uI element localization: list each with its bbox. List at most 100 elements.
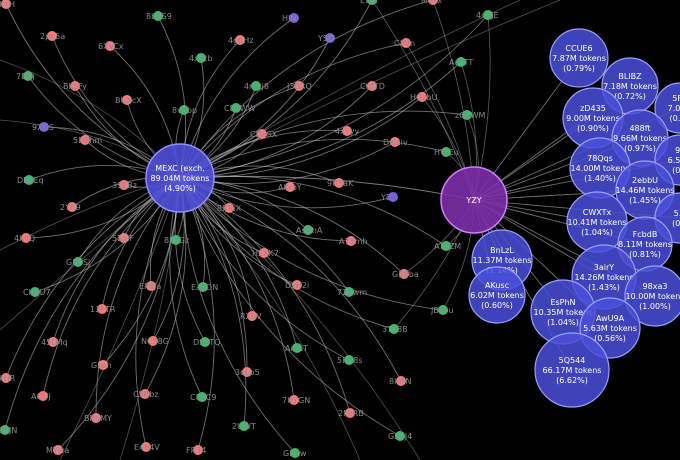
node-3SEBz[interactable]: 3SEBz [112, 180, 137, 190]
node-C5Rbz[interactable]: C5Rbz [133, 389, 159, 399]
node-8kiFN[interactable]: 8kiFN [389, 376, 412, 386]
node-dot [67, 202, 77, 212]
node-CDaSX[interactable]: CDaSX [250, 129, 278, 139]
node-4xYyy[interactable]: 4xYyy [335, 126, 359, 136]
node-AcYTT[interactable]: AcYTT [449, 57, 473, 67]
node-AsDhA[interactable]: AsDhA [296, 225, 323, 235]
node-CtdTD[interactable]: CtdTD [360, 81, 385, 91]
node-NCS8G[interactable]: NCS8G [141, 336, 169, 346]
hub-node-yzy[interactable]: YZY [440, 166, 508, 234]
node-6XvCx[interactable]: 6XvCx [98, 41, 124, 51]
node-JBVou[interactable]: JBVou [430, 305, 453, 315]
node-4mxj8[interactable]: 4mxj8 [244, 81, 269, 91]
cluster-line: 14.26M tokens [575, 273, 634, 282]
node-8RTuX[interactable]: 8RTuX [217, 203, 242, 213]
cluster-line: 14.00M tokens [571, 164, 630, 173]
node-MYwa[interactable]: MYwa [46, 445, 69, 455]
hub-node-mexc[interactable]: MEXC (exch.89.04M tokens(4.90%) [145, 143, 215, 213]
node-AKroY[interactable]: AKroY [278, 182, 302, 192]
node-BUXcX[interactable]: BUXcX [115, 95, 142, 105]
node-8BzGz[interactable]: 8BzGz [164, 235, 189, 245]
node-YE[interactable]: YE [380, 192, 398, 202]
node-label: 72Bwm [337, 288, 367, 297]
node-45LMq[interactable]: 45LMq [41, 337, 68, 347]
node-3eLb5[interactable]: 3eLb5 [235, 367, 260, 377]
node-4xZtb[interactable]: 4xZtb [189, 53, 213, 63]
node-C8SWW[interactable]: C8SWW [224, 103, 256, 113]
hub-circle [145, 143, 215, 213]
node-RXbV[interactable]: RXbV [240, 311, 262, 321]
node-GRhw[interactable]: GRhw [283, 448, 307, 458]
node-3Td8B[interactable]: 3Td8B [382, 324, 408, 334]
node-BkYH[interactable]: BkYH [0, 0, 15, 9]
node-dot [24, 175, 34, 185]
cluster-line: (0.81%) [629, 250, 661, 259]
node-FR34[interactable]: FR34 [186, 445, 206, 455]
node-label: DxH2i [285, 281, 309, 290]
node-HEXK7[interactable]: HEXK7 [252, 248, 279, 258]
node-4qdjE[interactable]: 4qdjE [476, 10, 499, 20]
node-EagDN[interactable]: EagDN [191, 282, 218, 292]
edge-mexc-8kiFN [179, 177, 402, 382]
node-8vEbp[interactable]: 8vEbp [172, 105, 197, 115]
node-5H48s[interactable]: 5H48s [337, 355, 362, 365]
node-YSD[interactable]: YSD [317, 33, 335, 43]
node-label: G8CSj [66, 258, 90, 267]
node-4KjJQ[interactable]: 4KjJQ [14, 233, 35, 243]
node-G5ZJ4[interactable]: G5ZJ4 [388, 431, 412, 441]
node-DS4TQ[interactable]: DS4TQ [193, 337, 221, 347]
node-5EqiF[interactable]: 5EqiF [112, 233, 134, 243]
node-zQuWM[interactable]: zQuWM [455, 110, 485, 120]
node-ChNU7[interactable]: ChNU7 [23, 287, 51, 297]
node-EP8Ja[interactable]: EP8Ja [139, 281, 161, 291]
hub-line: 89.04M tokens [151, 174, 210, 183]
node-EwiY[interactable]: EwiY [360, 0, 379, 5]
node-Gkeh[interactable]: Gkeh [91, 360, 112, 370]
node-A7Smh[interactable]: A7Smh [339, 236, 368, 246]
node-AQUJ[interactable]: AQUJ [31, 391, 51, 401]
node-AT2ZM[interactable]: AT2ZM [434, 241, 461, 251]
edge-mexc-MYwa [57, 177, 181, 451]
node-C8nC9[interactable]: C8nC9 [190, 392, 216, 402]
cluster-line: 78Qqs [587, 154, 613, 163]
node-bkHR[interactable]: bkHR [0, 373, 16, 383]
node-7D8j[interactable]: 7D8j [16, 71, 35, 81]
node-G8CSj[interactable]: G8CSj [66, 257, 90, 267]
node-5D8hm[interactable]: 5D8hm [73, 135, 102, 145]
node-Mexx[interactable]: Mexx [421, 0, 442, 5]
node-2FbRB[interactable]: 2FbRB [338, 408, 364, 418]
node-Dwaiv[interactable]: Dwaiv [383, 137, 408, 147]
node-HToEu[interactable]: HToEu [434, 147, 459, 157]
node-label: C5Rbz [133, 390, 159, 399]
node-BKoFy[interactable]: BKoFy [63, 81, 87, 91]
node-G3Bba[interactable]: G3Bba [392, 269, 419, 279]
node-2pn5a[interactable]: 2pn5a [40, 31, 65, 41]
edge-offscreen [179, 177, 421, 460]
node-C8Vn[interactable]: C8Vn [394, 38, 415, 48]
node-HJN[interactable]: HJN [282, 13, 299, 23]
node-dot [325, 33, 335, 43]
node-13PTR[interactable]: 13PTR [90, 304, 116, 314]
node-ArPaT[interactable]: ArPaT [285, 343, 308, 353]
node-DPZEq[interactable]: DPZEq [17, 175, 44, 185]
node-9XGS[interactable]: 9XGS [32, 122, 54, 132]
node-J3BRQ[interactable]: J3BRQ [286, 81, 312, 91]
node-4gpHz[interactable]: 4gpHz [228, 35, 253, 45]
node-2YB9[interactable]: 2YB9 [60, 202, 81, 212]
node-E4h4V[interactable]: E4h4V [134, 442, 160, 452]
node-8bVS9[interactable]: 8bVS9 [146, 11, 172, 21]
node-DxH2i[interactable]: DxH2i [285, 280, 309, 290]
node-9HSaK[interactable]: 9HSaK [327, 178, 354, 188]
node-72Bwm[interactable]: 72Bwm [337, 287, 367, 297]
node-HQzbU[interactable]: HQzbU [410, 92, 438, 102]
node-2UWT[interactable]: 2UWT [232, 421, 256, 431]
node-BRbMY[interactable]: BRbMY [84, 413, 112, 423]
node-7HYGN[interactable]: 7HYGN [282, 395, 310, 405]
